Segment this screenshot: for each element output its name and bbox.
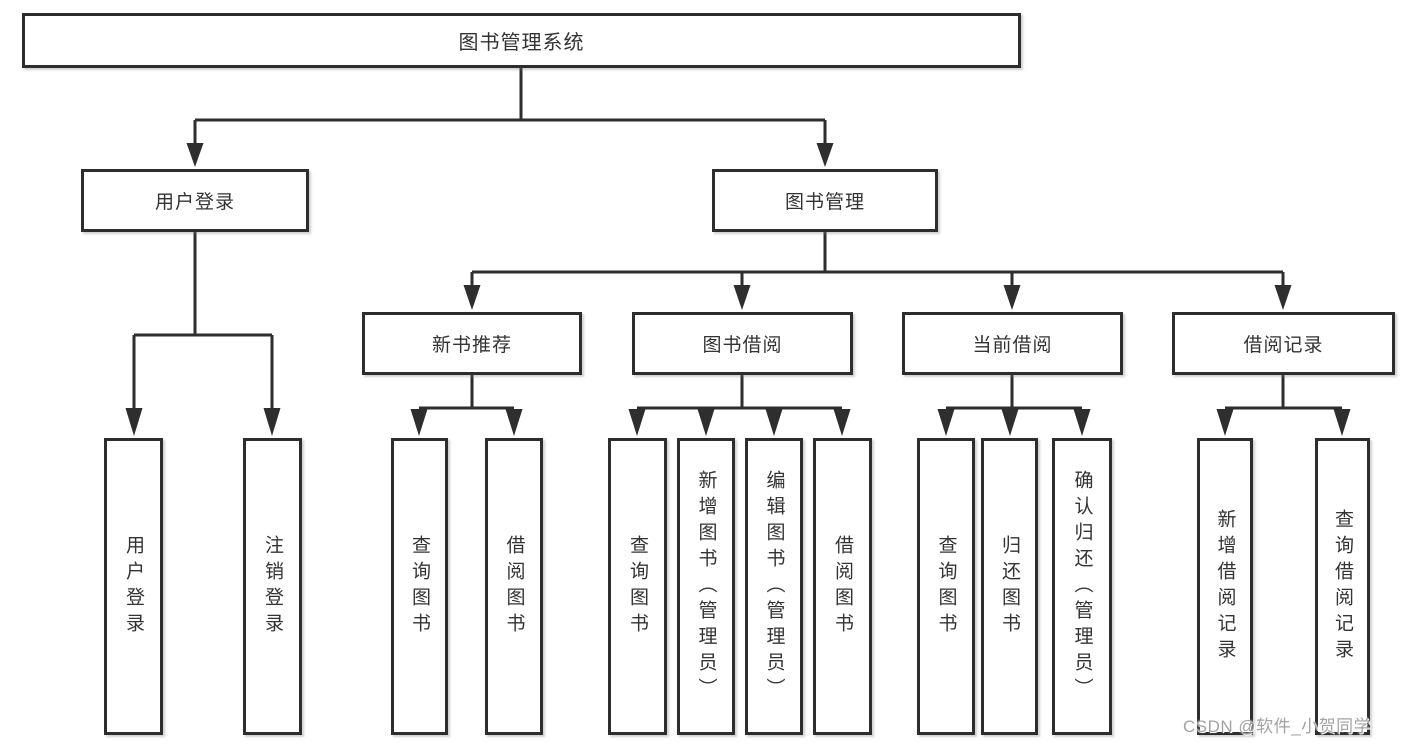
connector-user-login-to-leaves bbox=[125, 232, 281, 436]
arrow-down-icon bbox=[765, 409, 783, 436]
arrow-down-icon bbox=[410, 409, 428, 436]
node-user-login-label: 用户登录 bbox=[154, 192, 235, 213]
arrow-down-icon bbox=[733, 285, 751, 310]
leaf-borrow-books: 借阅图书 bbox=[813, 438, 872, 735]
leaf-rec-borrow-books: 借阅图书 bbox=[485, 438, 543, 735]
csdn-watermark: CSDN @软件_小贺同学 bbox=[1183, 717, 1372, 736]
node-current-borrow: 当前借阅 bbox=[902, 312, 1123, 375]
leaf-add-books-admin-label: 新增图书（管理员） bbox=[695, 469, 717, 704]
arrow-down-icon bbox=[1216, 409, 1234, 436]
leaf-logout-label: 注销登录 bbox=[262, 534, 283, 639]
arrow-down-icon bbox=[263, 408, 281, 436]
leaf-add-borrow-record: 新增借阅记录 bbox=[1197, 438, 1253, 735]
leaf-borrow-query-books: 查询图书 bbox=[608, 438, 667, 735]
connector-current-borrow-to-leaves bbox=[937, 375, 1091, 436]
leaf-edit-books-admin: 编辑图书（管理员） bbox=[745, 438, 803, 735]
arrow-down-icon bbox=[628, 409, 646, 436]
node-book-mgmt: 图书管理 bbox=[712, 169, 938, 232]
leaf-add-borrow-record-label: 新增借阅记录 bbox=[1214, 508, 1236, 665]
leaf-user-login: 用户登录 bbox=[104, 438, 163, 735]
node-user-login: 用户登录 bbox=[81, 169, 309, 232]
arrow-down-icon bbox=[697, 409, 715, 436]
leaf-query-borrow-record-label: 查询借阅记录 bbox=[1332, 508, 1353, 665]
leaf-confirm-return-admin-label: 确认归还（管理员） bbox=[1071, 469, 1093, 704]
node-book-borrow: 图书借阅 bbox=[632, 312, 853, 375]
connector-borrow-records-to-leaves bbox=[1216, 375, 1351, 436]
node-root: 图书管理系统 bbox=[22, 13, 1021, 68]
leaf-rec-query-books: 查询图书 bbox=[391, 438, 448, 735]
leaf-borrow-query-books-label: 查询图书 bbox=[627, 534, 648, 639]
node-root-label: 图书管理系统 bbox=[458, 32, 585, 54]
connector-book-mgmt-to-level3 bbox=[463, 232, 1292, 310]
arrow-down-icon bbox=[816, 143, 834, 167]
arrow-down-icon bbox=[125, 408, 143, 436]
arrow-down-icon bbox=[1333, 409, 1351, 436]
leaf-user-login-label: 用户登录 bbox=[123, 534, 144, 639]
node-book-borrow-label: 图书借阅 bbox=[702, 335, 783, 356]
leaf-add-books-admin: 新增图书（管理员） bbox=[677, 438, 735, 735]
node-new-book-rec: 新书推荐 bbox=[362, 312, 582, 375]
leaf-return-books: 归还图书 bbox=[981, 438, 1038, 735]
leaf-rec-query-books-label: 查询图书 bbox=[409, 534, 430, 639]
leaf-query-borrow-record: 查询借阅记录 bbox=[1315, 438, 1370, 735]
connector-new-book-rec-to-leaves bbox=[410, 375, 523, 436]
leaf-edit-books-admin-label: 编辑图书（管理员） bbox=[763, 469, 785, 704]
leaf-confirm-return-admin: 确认归还（管理员） bbox=[1052, 438, 1112, 735]
node-book-mgmt-label: 图书管理 bbox=[784, 192, 865, 213]
connector-book-borrow-to-leaves bbox=[628, 375, 851, 436]
arrow-down-icon bbox=[1073, 409, 1091, 436]
node-new-book-rec-label: 新书推荐 bbox=[431, 335, 512, 356]
node-borrow-records: 借阅记录 bbox=[1172, 312, 1395, 375]
arrow-down-icon bbox=[833, 409, 851, 436]
leaf-return-books-label: 归还图书 bbox=[999, 534, 1020, 639]
arrow-down-icon bbox=[1274, 285, 1292, 310]
arrow-down-icon bbox=[505, 409, 523, 436]
leaf-rec-borrow-books-label: 借阅图书 bbox=[503, 534, 525, 639]
arrow-down-icon bbox=[1003, 285, 1021, 310]
arrow-down-icon bbox=[186, 143, 204, 167]
leaf-logout: 注销登录 bbox=[243, 438, 302, 735]
arrow-down-icon bbox=[937, 409, 955, 436]
leaf-current-query-books: 查询图书 bbox=[917, 438, 975, 735]
node-borrow-records-label: 借阅记录 bbox=[1243, 335, 1324, 356]
connector-root-to-level2 bbox=[186, 68, 834, 167]
leaf-current-query-books-label: 查询图书 bbox=[935, 534, 957, 639]
leaf-borrow-books-label: 借阅图书 bbox=[832, 534, 853, 639]
arrow-down-icon bbox=[463, 285, 481, 310]
node-current-borrow-label: 当前借阅 bbox=[972, 335, 1053, 356]
arrow-down-icon bbox=[1001, 409, 1019, 436]
